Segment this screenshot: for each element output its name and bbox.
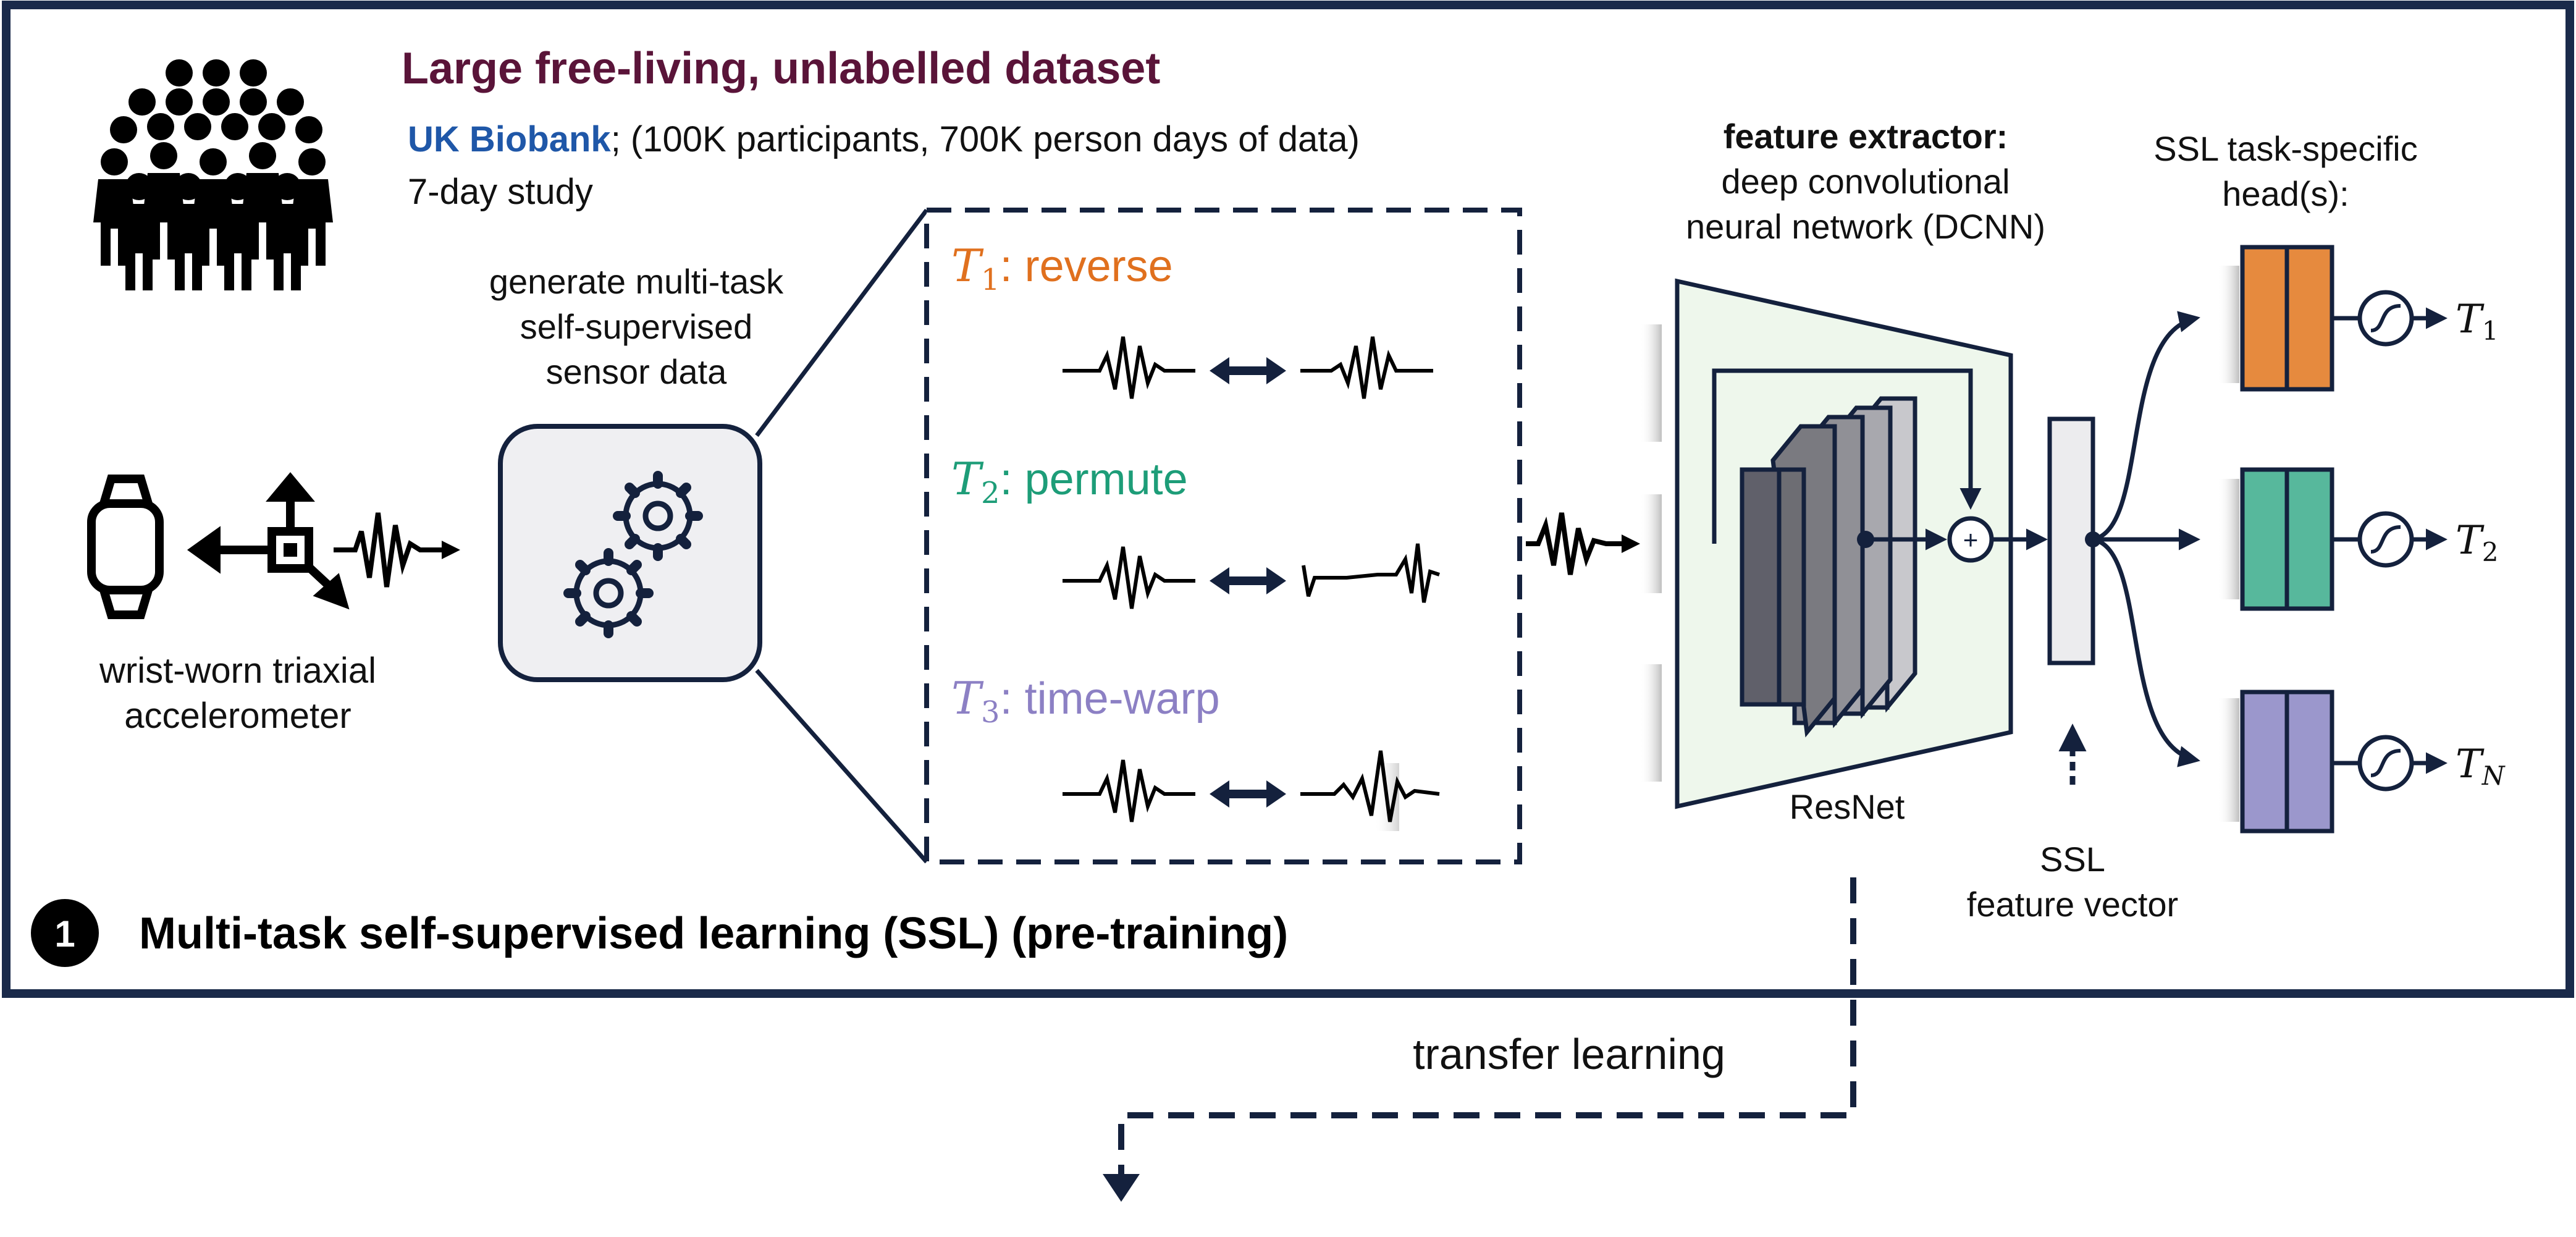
- head-2-output: T2: [2456, 518, 2498, 567]
- watch-icon: [87, 475, 164, 619]
- dcnn-input-shadow-3: [1640, 664, 1662, 782]
- dcnn-input-signal: [1526, 512, 1622, 575]
- task-2-double-arrow: [1210, 567, 1286, 594]
- device-label-line2: accelerometer: [124, 696, 351, 736]
- task-3-signal-transformed: [1300, 750, 1440, 822]
- generator-label-line2: self-supervised: [520, 307, 753, 346]
- task-3-symbol: T: [951, 672, 984, 724]
- task-1-signal-original: [1063, 336, 1195, 399]
- task-2-subscript: 2: [981, 476, 1000, 510]
- head-n-sigmoid-icon: [2357, 735, 2414, 792]
- gears-icon: [563, 471, 703, 638]
- feature-vector-line2: feature vector: [1967, 885, 2178, 924]
- task-1-subscript: 1: [981, 263, 1000, 297]
- task-3-signal-original: [1063, 759, 1195, 822]
- study-duration: 7-day study: [408, 172, 593, 212]
- resnet-skip-connection: [1712, 368, 1982, 544]
- stage-label: Multi-task self-supervised learning (SSL…: [139, 909, 1288, 958]
- dataset-title: Large free-living, unlabelled dataset: [402, 44, 1160, 93]
- task-1-name: : reverse: [1000, 242, 1173, 291]
- backbone-label: ResNet: [1790, 787, 1905, 826]
- dataset-source-detail: ; (100K participants, 700K person days o…: [611, 119, 1360, 159]
- dcnn-input-shadow-2: [1640, 494, 1662, 593]
- task-3-label: T3: time-warp: [951, 672, 1220, 730]
- dcnn-input-arrowhead: [1622, 534, 1640, 553]
- zoom-line-bottom: [755, 669, 928, 864]
- raw-signal-arrowhead: [442, 541, 460, 559]
- head-n-shadow: [2218, 698, 2239, 822]
- tasks-box: [924, 208, 1522, 864]
- heads-title-line1: SSL task-specific: [2153, 129, 2417, 168]
- stage-number-badge: [31, 899, 99, 967]
- device-label-line1: wrist-worn triaxial: [99, 651, 376, 691]
- extractor-title: feature extractor:: [1724, 117, 2008, 156]
- generator-label-line1: generate multi-task: [489, 262, 784, 301]
- head-1-output: T1: [2456, 297, 2498, 346]
- head-2-block: [2240, 467, 2334, 611]
- sum-node-symbol: +: [1963, 525, 1979, 554]
- head-1-output-symbol: T: [2456, 297, 2485, 342]
- task-3-double-arrow: [1210, 780, 1286, 808]
- task-3-name: : time-warp: [1000, 674, 1220, 724]
- feature-vector-line1: SSL: [2040, 840, 2105, 879]
- transfer-learning-arrowhead: [1103, 1174, 1140, 1202]
- zoom-line-top: [755, 208, 928, 437]
- triaxial-axes-icon: [187, 472, 350, 610]
- raw-signal-wave: [334, 512, 442, 588]
- task-1-double-arrow: [1210, 357, 1286, 384]
- task-1-symbol: T: [951, 240, 984, 292]
- task-2-symbol: T: [951, 453, 984, 505]
- task-3-subscript: 3: [981, 695, 1000, 730]
- extractor-line2: deep convolutional: [1721, 162, 2010, 201]
- uk-biobank-label: UK Biobank: [408, 119, 611, 159]
- task-2-label: T2: permute: [951, 453, 1188, 510]
- head-1-shadow: [2218, 266, 2239, 383]
- transfer-learning-label: transfer learning: [1413, 1030, 1725, 1078]
- generator-label-line3: sensor data: [546, 352, 727, 391]
- dcnn-input-shadow-1: [1640, 324, 1662, 442]
- transfer-learning-path: [1118, 877, 1856, 1177]
- task-1-signal-transformed: [1300, 336, 1433, 399]
- head-1-sigmoid-icon: [2357, 290, 2414, 347]
- task-2-name: : permute: [1000, 455, 1188, 504]
- task-2-signal-transformed: [1302, 543, 1440, 603]
- task-1-label: T1: reverse: [951, 240, 1173, 297]
- head-2-output-symbol: T: [2456, 518, 2485, 564]
- head-1-block: [2240, 245, 2334, 392]
- branch-arrow-head-n: [2092, 537, 2200, 767]
- branch-arrow-head-1: [2092, 311, 2200, 542]
- head-n-output: TN: [2456, 741, 2506, 791]
- pretraining-frame: [2, 1, 2574, 998]
- head-2-output-subscript: 2: [2482, 537, 2499, 567]
- head-2-shadow: [2218, 479, 2239, 599]
- resnet-layer-stack: [1740, 396, 1917, 738]
- heads-title-line2: head(s):: [2222, 174, 2349, 213]
- generator-box: [498, 424, 762, 682]
- crowd-icon: [93, 59, 333, 290]
- head-n-block: [2240, 690, 2334, 834]
- dataset-source: UK Biobank; (100K participants, 700K per…: [408, 119, 1360, 159]
- extractor-line3: neural network (DCNN): [1686, 207, 2045, 246]
- stage-number: 1: [54, 913, 75, 955]
- head-1-output-subscript: 1: [2482, 316, 2499, 346]
- head-2-sigmoid-icon: [2357, 511, 2414, 568]
- task-2-signal-original: [1063, 546, 1195, 609]
- head-n-output-symbol: T: [2456, 741, 2485, 787]
- head-n-output-subscript: N: [2481, 761, 2506, 791]
